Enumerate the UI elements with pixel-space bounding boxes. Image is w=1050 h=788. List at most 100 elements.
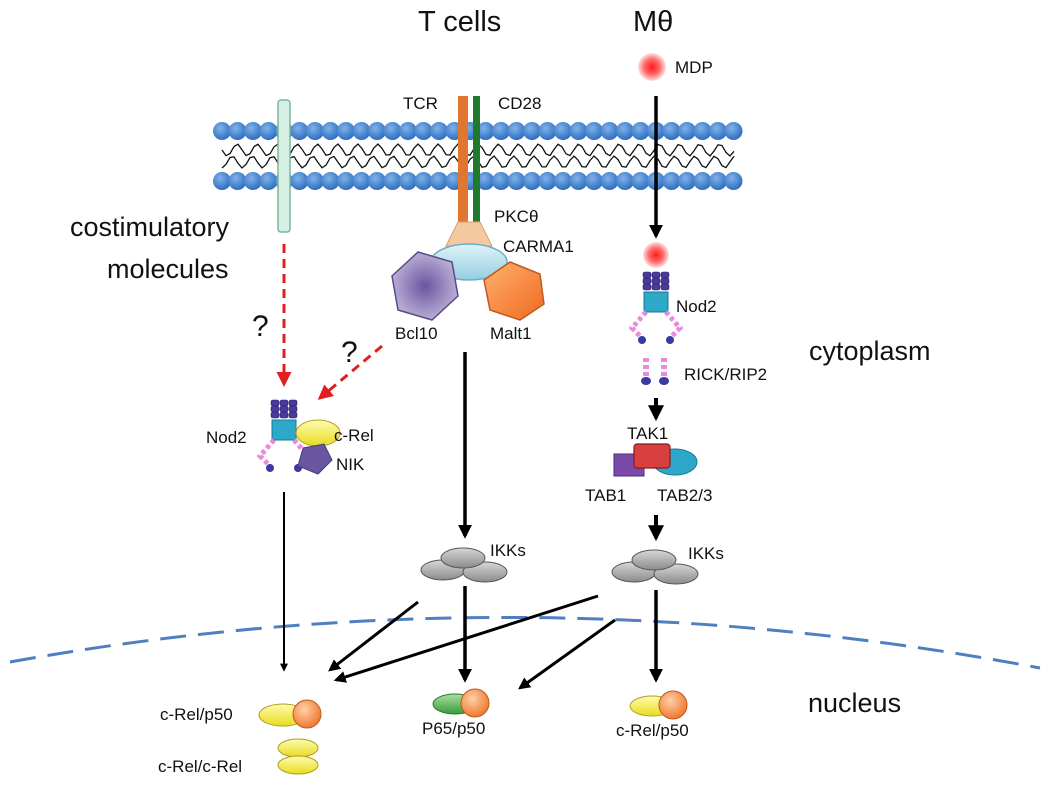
bcl10 [391,251,459,321]
lipid-head [492,172,510,190]
lipid-head [244,172,262,190]
lipid-head [399,122,417,140]
cell-membrane [213,122,743,190]
lipid-head [321,172,340,190]
arrows [276,96,664,690]
lipid-head [290,172,309,190]
lipid-head [476,172,495,190]
label-molecules: molecules [107,254,229,284]
lipid-head [244,122,262,140]
label-crel-left: c-Rel [334,426,374,445]
dimer-crel-p50-left [258,699,322,729]
label-crel-p50-left: c-Rel/p50 [160,705,233,724]
lipid-head [507,122,526,140]
label-question-2: ? [341,336,358,369]
nod2-nbd-core [271,419,297,441]
label-nik: NIK [336,455,365,474]
nod2-card-domain [279,399,289,407]
lipid-head [321,122,340,140]
label-ikks-tcell: IKKs [490,541,526,560]
nod2-card-domain [270,399,280,407]
lipid-head [352,122,371,140]
rick-card [641,377,651,385]
lipid-head [538,172,557,190]
arrow-ikk-right-to-p65 [518,618,616,690]
nod2-card-domain [288,399,298,407]
lipid-head [693,122,712,140]
lipid-head [213,122,231,140]
nod2-tip [266,464,274,472]
lipid-head [724,122,743,140]
lipid-head [616,172,634,190]
cd28-receptor [473,96,480,228]
label-tak1: TAK1 [627,424,669,443]
dashed-arrow-cbm-to-nod2 [317,344,383,400]
nod2-lrr-left [628,310,648,340]
lipid-head [306,122,324,140]
lipid-head [430,172,448,190]
label-macrophage: Mθ [633,6,674,38]
label-crel-p50-right: c-Rel/p50 [616,721,689,740]
nod2-macrophage [628,271,684,344]
nod2-card-domain [651,277,661,285]
ikk-subunit [440,547,486,569]
nod2-card-domain [642,283,652,291]
lipid-head [678,172,696,190]
lipid-head [709,122,727,140]
dimer-crel-crel [277,738,319,775]
malt1 [483,261,545,321]
lipid-head [616,122,634,140]
lipid-head [724,172,743,190]
label-carma1: CARMA1 [503,237,574,256]
label-cd28: CD28 [498,94,542,113]
lipid-head [337,122,355,140]
lipid-head [631,172,650,190]
lipid-head [368,122,386,140]
lipid-head [554,122,572,140]
label-malt1: Malt1 [490,324,532,343]
lipid-head [600,122,619,140]
nod2-card-domain [288,411,298,419]
label-cytoplasm: cytoplasm [809,336,931,366]
nod2-card-domain [270,411,280,419]
tak1 [633,443,671,469]
lipid-head [662,122,681,140]
label-tab23: TAB2/3 [657,486,713,505]
nik [297,443,333,475]
label-mdp: MDP [675,58,713,77]
nod2-card-domain [642,271,652,279]
label-costimulatory: costimulatory [70,212,230,242]
label-t-cells: T cells [418,6,502,38]
nod2-tip [666,336,674,344]
lipid-head [368,172,386,190]
nod2-card-domain [270,405,280,413]
lipid-head [507,172,526,190]
nod2-nbd-core [643,291,669,313]
nod2-card-domain [651,271,661,279]
lipid-head [228,172,247,190]
tcr-receptor [458,96,468,228]
arrow-ikk-right-to-crel [333,594,599,683]
lipid-head [430,122,448,140]
lipid-head [399,172,417,190]
ikks-tcell [420,547,508,583]
nuclear-envelope [9,615,1041,670]
lipid-head [600,172,619,190]
nod2-lrr-right [664,310,684,340]
nod2-lrr-left [256,438,276,468]
lipid-head [476,122,495,140]
lipid-head [585,172,603,190]
label-ikks-macrophage: IKKs [688,544,724,563]
label-bcl10: Bcl10 [395,324,438,343]
lipid-head [306,172,324,190]
lipid-head [290,122,309,140]
label-rick-rip2: RICK/RIP2 [684,365,768,384]
label-tcr: TCR [403,94,438,113]
dimer-p65-p50 [432,688,490,718]
lipid-head [554,172,572,190]
lipid-head [569,172,588,190]
costimulatory-receptor [277,99,291,233]
nod2-card-domain [660,271,670,279]
